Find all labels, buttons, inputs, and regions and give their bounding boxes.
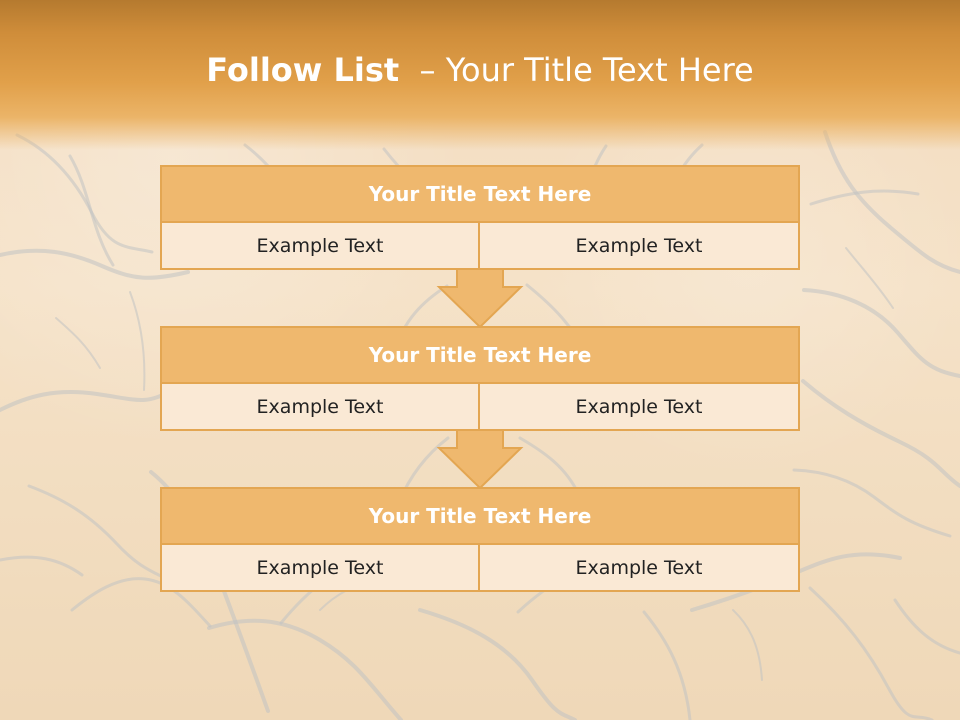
down-arrow-1 (436, 268, 524, 329)
page-title: Follow List – Your Title Text Here (0, 54, 960, 86)
header-band (0, 0, 960, 150)
step-block-left-text-1: Example Text (162, 223, 480, 268)
step-block-left-text-2: Example Text (162, 384, 480, 429)
page-title-rest: – Your Title Text Here (419, 51, 754, 89)
down-arrow-2 (436, 429, 524, 490)
step-block-right-text-2: Example Text (480, 384, 798, 429)
step-block-right-text-3: Example Text (480, 545, 798, 590)
step-block-title-3: Your Title Text Here (162, 489, 798, 545)
step-block-title-2: Your Title Text Here (162, 328, 798, 384)
step-block-3: Your Title Text Here Example Text Exampl… (160, 487, 800, 592)
page-title-strong: Follow List (206, 51, 400, 89)
step-block-title-1: Your Title Text Here (162, 167, 798, 223)
page-title-spacer (399, 51, 419, 89)
step-block-1: Your Title Text Here Example Text Exampl… (160, 165, 800, 270)
step-block-left-text-3: Example Text (162, 545, 480, 590)
step-block-right-text-1: Example Text (480, 223, 798, 268)
step-block-2: Your Title Text Here Example Text Exampl… (160, 326, 800, 431)
